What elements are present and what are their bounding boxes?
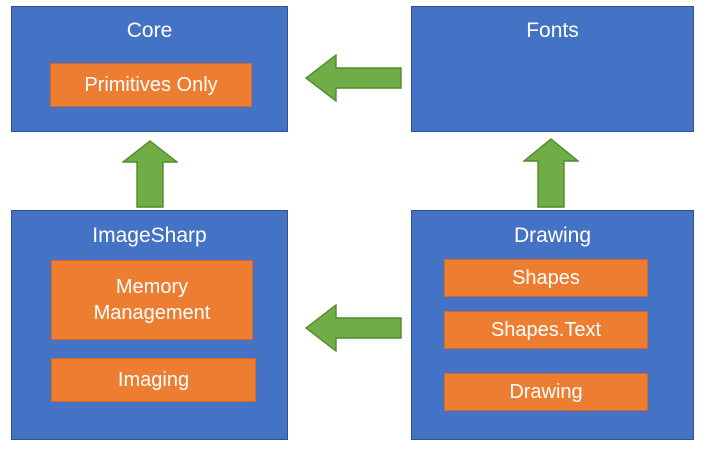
group-box-imagesharp[interactable]: ImageSharp Memory Management Imaging	[11, 210, 288, 440]
sub-box-shapes[interactable]: Shapes	[444, 259, 648, 297]
arrow-up-icon	[523, 138, 579, 208]
sub-box-shapes-text[interactable]: Shapes.Text	[444, 311, 648, 349]
arrow-imagesharp-to-core	[122, 140, 178, 208]
arrow-left-icon	[305, 54, 402, 102]
sub-box-drawing[interactable]: Drawing	[444, 373, 648, 411]
group-box-drawing[interactable]: Drawing Shapes Shapes.Text Drawing	[411, 210, 694, 440]
arrow-fonts-to-core	[305, 54, 402, 102]
group-title-fonts: Fonts	[526, 19, 579, 42]
arrow-up-icon	[122, 140, 178, 208]
sub-box-memory-management[interactable]: Memory Management	[51, 260, 253, 340]
arrow-drawing-to-fonts	[523, 138, 579, 208]
arrow-left-icon	[305, 304, 402, 352]
sub-box-imaging[interactable]: Imaging	[51, 358, 256, 402]
group-box-fonts[interactable]: Fonts	[411, 6, 694, 132]
group-box-core[interactable]: Core Primitives Only	[11, 6, 288, 132]
group-title-imagesharp: ImageSharp	[92, 224, 207, 247]
sub-box-primitives-only[interactable]: Primitives Only	[50, 63, 252, 107]
arrow-drawing-to-imagesharp	[305, 304, 402, 352]
group-title-drawing: Drawing	[513, 224, 592, 247]
group-title-core: Core	[126, 19, 173, 42]
